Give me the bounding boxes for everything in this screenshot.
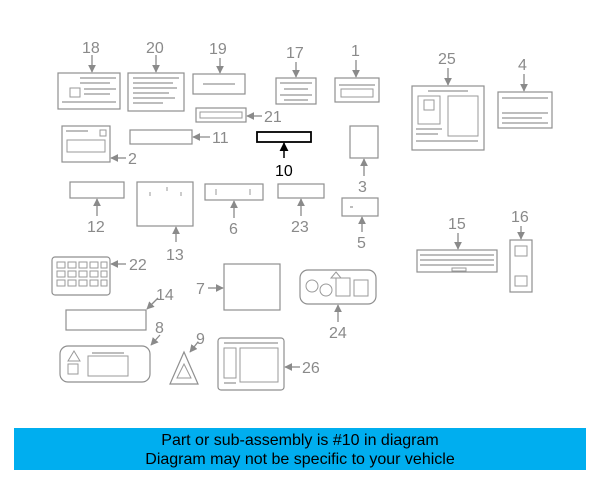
part-6-label[interactable]: 6 — [204, 183, 264, 238]
callout-2: 2 — [128, 151, 137, 168]
part-10-label[interactable]: 10 — [256, 131, 312, 180]
part-3-label[interactable]: 3 — [349, 125, 379, 196]
part-1-label[interactable]: 1 — [334, 43, 380, 103]
callout-24: 24 — [329, 325, 347, 342]
banner-line-2: Diagram may not be specific to your vehi… — [145, 451, 455, 468]
callout-18: 18 — [82, 40, 100, 57]
part-26-label[interactable]: 26 — [217, 337, 320, 391]
part-14-label[interactable]: 14 — [65, 287, 174, 331]
part-16-label[interactable]: 16 — [509, 209, 533, 293]
callout-13: 13 — [166, 247, 184, 264]
part-11-label[interactable]: 11 — [129, 129, 229, 147]
part-4-label[interactable]: 4 — [497, 57, 553, 129]
part-23-label[interactable]: 23 — [277, 183, 325, 236]
info-banner: Part or sub-assembly is #10 in diagram D… — [14, 428, 586, 470]
callout-25: 25 — [438, 51, 456, 68]
callout-14: 14 — [156, 287, 174, 304]
part-22-label[interactable]: 22 — [51, 256, 147, 296]
callout-21: 21 — [264, 109, 282, 126]
callout-7: 7 — [196, 281, 205, 298]
part-24-label[interactable]: 24 — [299, 269, 377, 342]
part-5-label[interactable]: 5 — [341, 197, 379, 252]
part-21-label[interactable]: 21 — [195, 107, 282, 126]
part-9-label[interactable]: 9 — [169, 331, 205, 385]
part-12-label[interactable]: 12 — [69, 181, 125, 236]
callout-10: 10 — [275, 163, 293, 180]
callout-1: 1 — [351, 43, 360, 60]
part-20-label[interactable]: 20 — [127, 40, 185, 112]
callout-11: 11 — [212, 130, 229, 147]
part-25-label[interactable]: 25 — [411, 51, 485, 151]
part-8-label[interactable]: 8 — [59, 320, 164, 383]
callout-22: 22 — [129, 257, 147, 274]
callout-12: 12 — [87, 219, 105, 236]
callout-15: 15 — [448, 216, 466, 233]
part-7-label[interactable]: 7 — [196, 263, 281, 311]
callout-5: 5 — [357, 235, 366, 252]
callout-6: 6 — [229, 221, 238, 238]
callout-3: 3 — [358, 179, 367, 196]
part-15-label[interactable]: 15 — [416, 216, 498, 273]
callout-16: 16 — [511, 209, 529, 226]
part-19-label[interactable]: 19 — [192, 41, 246, 95]
banner-line-1: Part or sub-assembly is #10 in diagram — [161, 432, 439, 449]
part-13-label[interactable]: 13 — [136, 181, 194, 264]
callout-19: 19 — [209, 41, 227, 58]
callout-4: 4 — [518, 57, 527, 74]
callout-26: 26 — [302, 360, 320, 377]
parts-diagram: 18 20 19 17 1 — [51, 40, 553, 391]
callout-20: 20 — [146, 40, 164, 57]
part-17-label[interactable]: 17 — [275, 45, 317, 105]
callout-17: 17 — [286, 45, 304, 62]
callout-9: 9 — [196, 331, 205, 348]
part-18-label[interactable]: 18 — [57, 40, 121, 110]
callout-8: 8 — [155, 320, 164, 337]
part-2-label[interactable]: 2 — [61, 125, 137, 168]
callout-23: 23 — [291, 219, 309, 236]
